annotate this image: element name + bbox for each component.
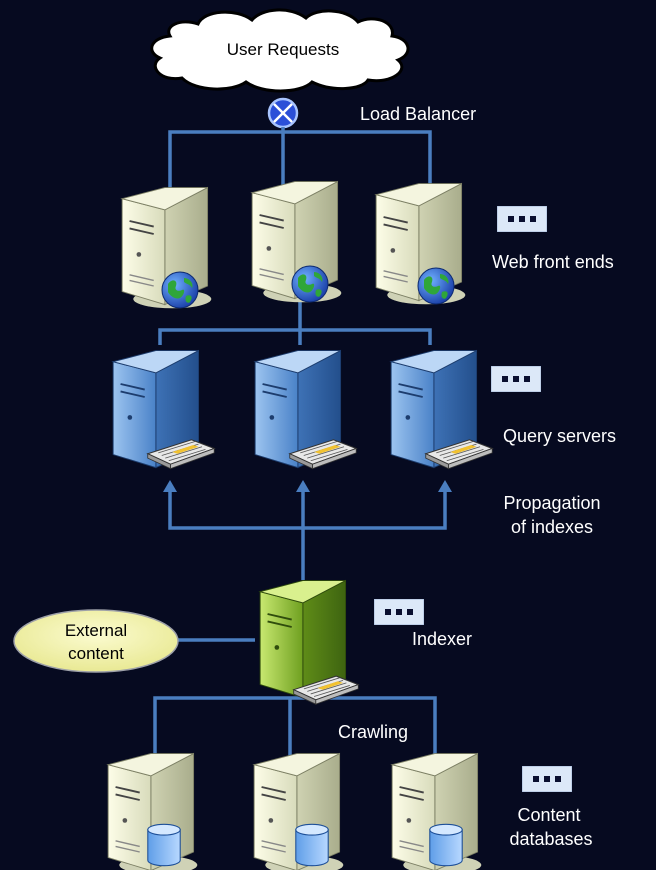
connector-lines [153,127,452,760]
crawling-label: Crawling [338,722,408,742]
web-front-end-server-3 [375,182,467,306]
cloud-label: User Requests [227,40,339,59]
load-balancer-label: Load Balancer [360,104,476,124]
indexer-server [259,579,359,705]
query-server-2 [254,349,357,470]
more-indicator-web [497,206,547,232]
web-front-end-server-1 [121,186,213,310]
external-content-node [13,609,179,673]
database-icon [295,823,329,867]
database-icon [147,823,181,867]
globe-icon [291,265,329,303]
query-server-1 [112,349,215,470]
cloud-icon [150,8,410,93]
web-front-ends-label: Web front ends [492,252,614,272]
external-content-line2: content [68,644,124,663]
more-indicator-indexer [374,599,424,625]
indexer-label: Indexer [412,629,472,649]
web-front-end-server-2 [251,180,343,304]
content-databases-line1: Content [517,805,580,825]
external-content-line1: External [65,621,127,640]
database-icon [429,823,463,867]
propagation-label-line1: Propagation [503,493,600,513]
globe-icon [417,267,455,305]
globe-icon [161,271,199,309]
query-servers-label: Query servers [503,426,616,446]
content-database-server-2 [253,752,345,870]
query-server-3 [390,349,493,470]
content-database-server-3 [391,752,483,870]
propagation-label-line2: of indexes [511,517,593,537]
more-indicator-content [522,766,572,792]
more-indicator-query [491,366,541,392]
content-database-server-1 [107,752,199,870]
content-databases-line2: databases [509,829,592,849]
load-balancer-icon [267,97,299,129]
